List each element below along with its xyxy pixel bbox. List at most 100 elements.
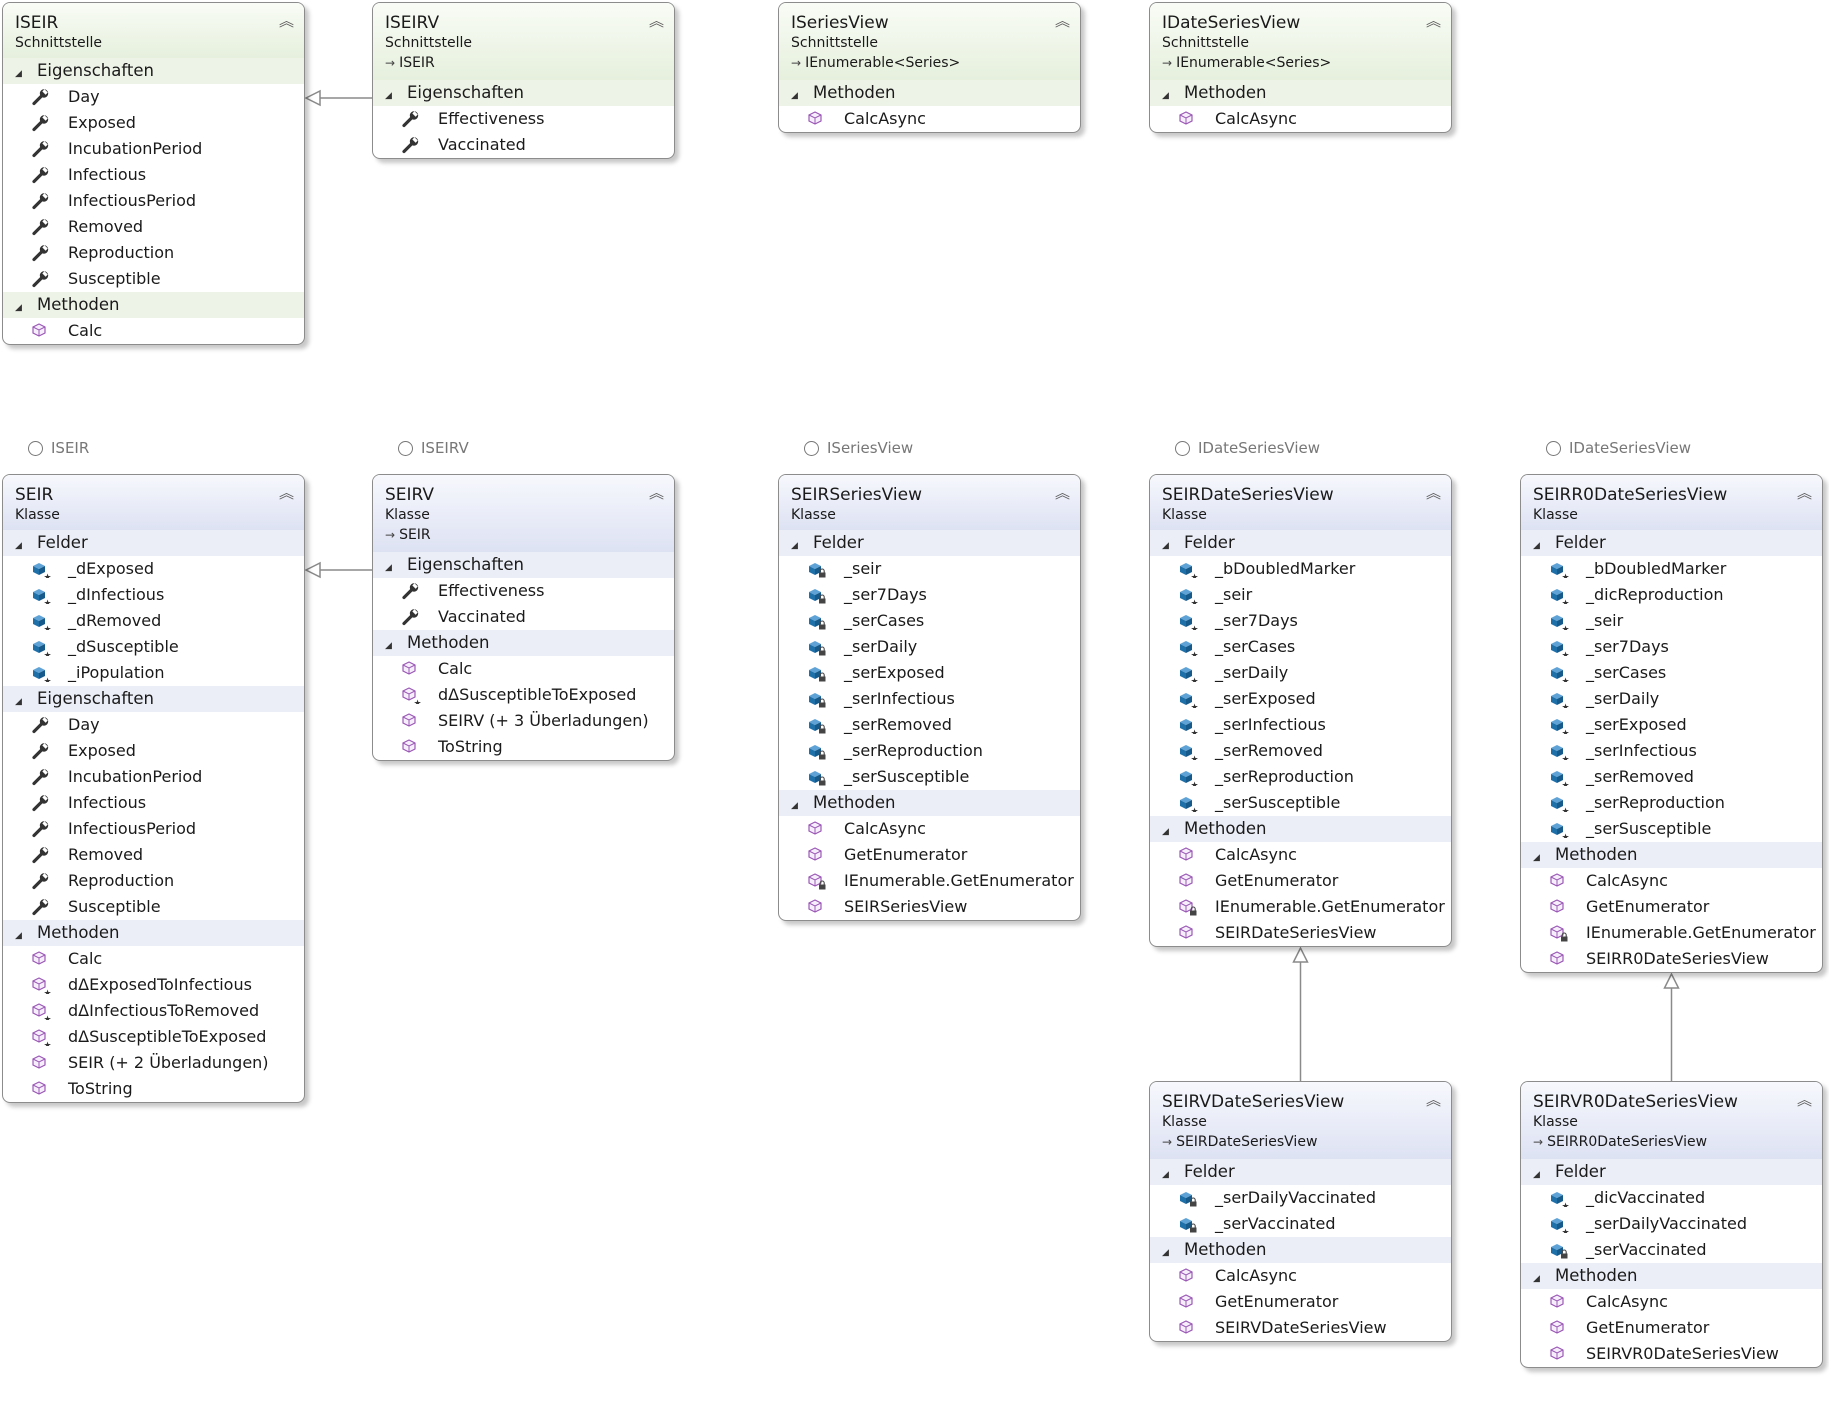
section-header[interactable]: ◢Methoden [1521,1263,1822,1289]
section-toggle-icon[interactable]: ◢ [791,91,798,101]
member-item[interactable]: GetEnumerator [1150,868,1451,894]
member-item[interactable]: SEIR (+ 2 Überladungen) [3,1050,304,1076]
member-item[interactable]: Reproduction [3,868,304,894]
member-item[interactable]: ★_dExposed [3,556,304,582]
member-item[interactable]: ★_serInfectious [1521,738,1822,764]
section-header[interactable]: ◢Methoden [3,292,304,318]
member-item[interactable]: SEIRV (+ 3 Überladungen) [373,708,674,734]
member-item[interactable]: ★_bDoubledMarker [1150,556,1451,582]
section-toggle-icon[interactable]: ◢ [1533,541,1540,551]
collapse-chevron-icon[interactable]: ︽ [1054,484,1070,502]
member-item[interactable]: ★_bDoubledMarker [1521,556,1822,582]
section-header[interactable]: ◢Methoden [1150,80,1451,106]
section-header[interactable]: ◢Methoden [1150,816,1451,842]
member-item[interactable]: CalcAsync [1150,1263,1451,1289]
member-item[interactable]: Vaccinated [373,132,674,158]
member-item[interactable]: IncubationPeriod [3,136,304,162]
member-item[interactable]: ★_serDaily [1521,686,1822,712]
member-item[interactable]: IEnumerable.GetEnumerator [779,868,1080,894]
member-item[interactable]: ★_serRemoved [1150,738,1451,764]
member-item[interactable]: ★dΔInfectiousToRemoved [3,998,304,1024]
section-toggle-icon[interactable]: ◢ [1533,853,1540,863]
member-item[interactable]: GetEnumerator [1150,1289,1451,1315]
member-item[interactable]: CalcAsync [1521,1289,1822,1315]
member-item[interactable]: ★_dInfectious [3,582,304,608]
member-item[interactable]: ★_serDailyVaccinated [1521,1211,1822,1237]
member-item[interactable]: _serCases [779,608,1080,634]
section-toggle-icon[interactable]: ◢ [1533,1170,1540,1180]
member-item[interactable]: SEIRVR0DateSeriesView [1521,1341,1822,1367]
member-item[interactable]: ★_serInfectious [1150,712,1451,738]
member-item[interactable]: Susceptible [3,894,304,920]
member-item[interactable]: _serRemoved [779,712,1080,738]
member-item[interactable]: ★_dSusceptible [3,634,304,660]
member-item[interactable]: CalcAsync [1150,842,1451,868]
section-toggle-icon[interactable]: ◢ [1162,91,1169,101]
member-item[interactable]: ★_serReproduction [1521,790,1822,816]
section-toggle-icon[interactable]: ◢ [15,697,22,707]
collapse-chevron-icon[interactable]: ︽ [1425,484,1441,502]
member-item[interactable]: _serSusceptible [779,764,1080,790]
member-item[interactable]: ★_iPopulation [3,660,304,686]
member-item[interactable]: ★_dicReproduction [1521,582,1822,608]
member-item[interactable]: _serDailyVaccinated [1150,1185,1451,1211]
member-item[interactable]: _serDaily [779,634,1080,660]
member-item[interactable]: ★_serReproduction [1150,764,1451,790]
member-item[interactable]: ★_dicVaccinated [1521,1185,1822,1211]
member-item[interactable]: ★_serCases [1521,660,1822,686]
member-item[interactable]: IEnumerable.GetEnumerator [1521,920,1822,946]
member-item[interactable]: GetEnumerator [779,842,1080,868]
member-item[interactable]: Infectious [3,790,304,816]
section-header[interactable]: ◢Eigenschaften [3,686,304,712]
section-header[interactable]: ◢Felder [3,530,304,556]
member-item[interactable]: _serReproduction [779,738,1080,764]
section-toggle-icon[interactable]: ◢ [385,563,392,573]
member-item[interactable]: CalcAsync [779,106,1080,132]
member-item[interactable]: Calc [3,946,304,972]
member-item[interactable]: Day [3,712,304,738]
section-header[interactable]: ◢Methoden [373,630,674,656]
collapse-chevron-icon[interactable]: ︽ [1054,12,1070,30]
section-toggle-icon[interactable]: ◢ [791,541,798,551]
collapse-chevron-icon[interactable]: ︽ [278,12,294,30]
collapse-chevron-icon[interactable]: ︽ [648,12,664,30]
section-toggle-icon[interactable]: ◢ [385,91,392,101]
section-toggle-icon[interactable]: ◢ [15,541,22,551]
collapse-chevron-icon[interactable]: ︽ [648,484,664,502]
collapse-chevron-icon[interactable]: ︽ [1796,1091,1812,1109]
section-toggle-icon[interactable]: ◢ [15,303,22,313]
member-item[interactable]: Infectious [3,162,304,188]
member-item[interactable]: ★_serExposed [1150,686,1451,712]
member-item[interactable]: _serExposed [779,660,1080,686]
member-item[interactable]: CalcAsync [1150,106,1451,132]
member-item[interactable]: ★_serSusceptible [1150,790,1451,816]
member-item[interactable]: _serVaccinated [1150,1211,1451,1237]
member-item[interactable]: InfectiousPeriod [3,816,304,842]
section-toggle-icon[interactable]: ◢ [1162,1170,1169,1180]
member-item[interactable]: ★_seir [1150,582,1451,608]
section-header[interactable]: ◢Methoden [1521,842,1822,868]
member-item[interactable]: _seir [779,556,1080,582]
member-item[interactable]: Effectiveness [373,106,674,132]
member-item[interactable]: Day [3,84,304,110]
member-item[interactable]: ★dΔExposedToInfectious [3,972,304,998]
member-item[interactable]: ★_dRemoved [3,608,304,634]
section-header[interactable]: ◢Felder [779,530,1080,556]
member-item[interactable]: SEIRSeriesView [779,894,1080,920]
member-item[interactable]: ★_serExposed [1521,712,1822,738]
member-item[interactable]: Reproduction [3,240,304,266]
section-toggle-icon[interactable]: ◢ [1162,827,1169,837]
